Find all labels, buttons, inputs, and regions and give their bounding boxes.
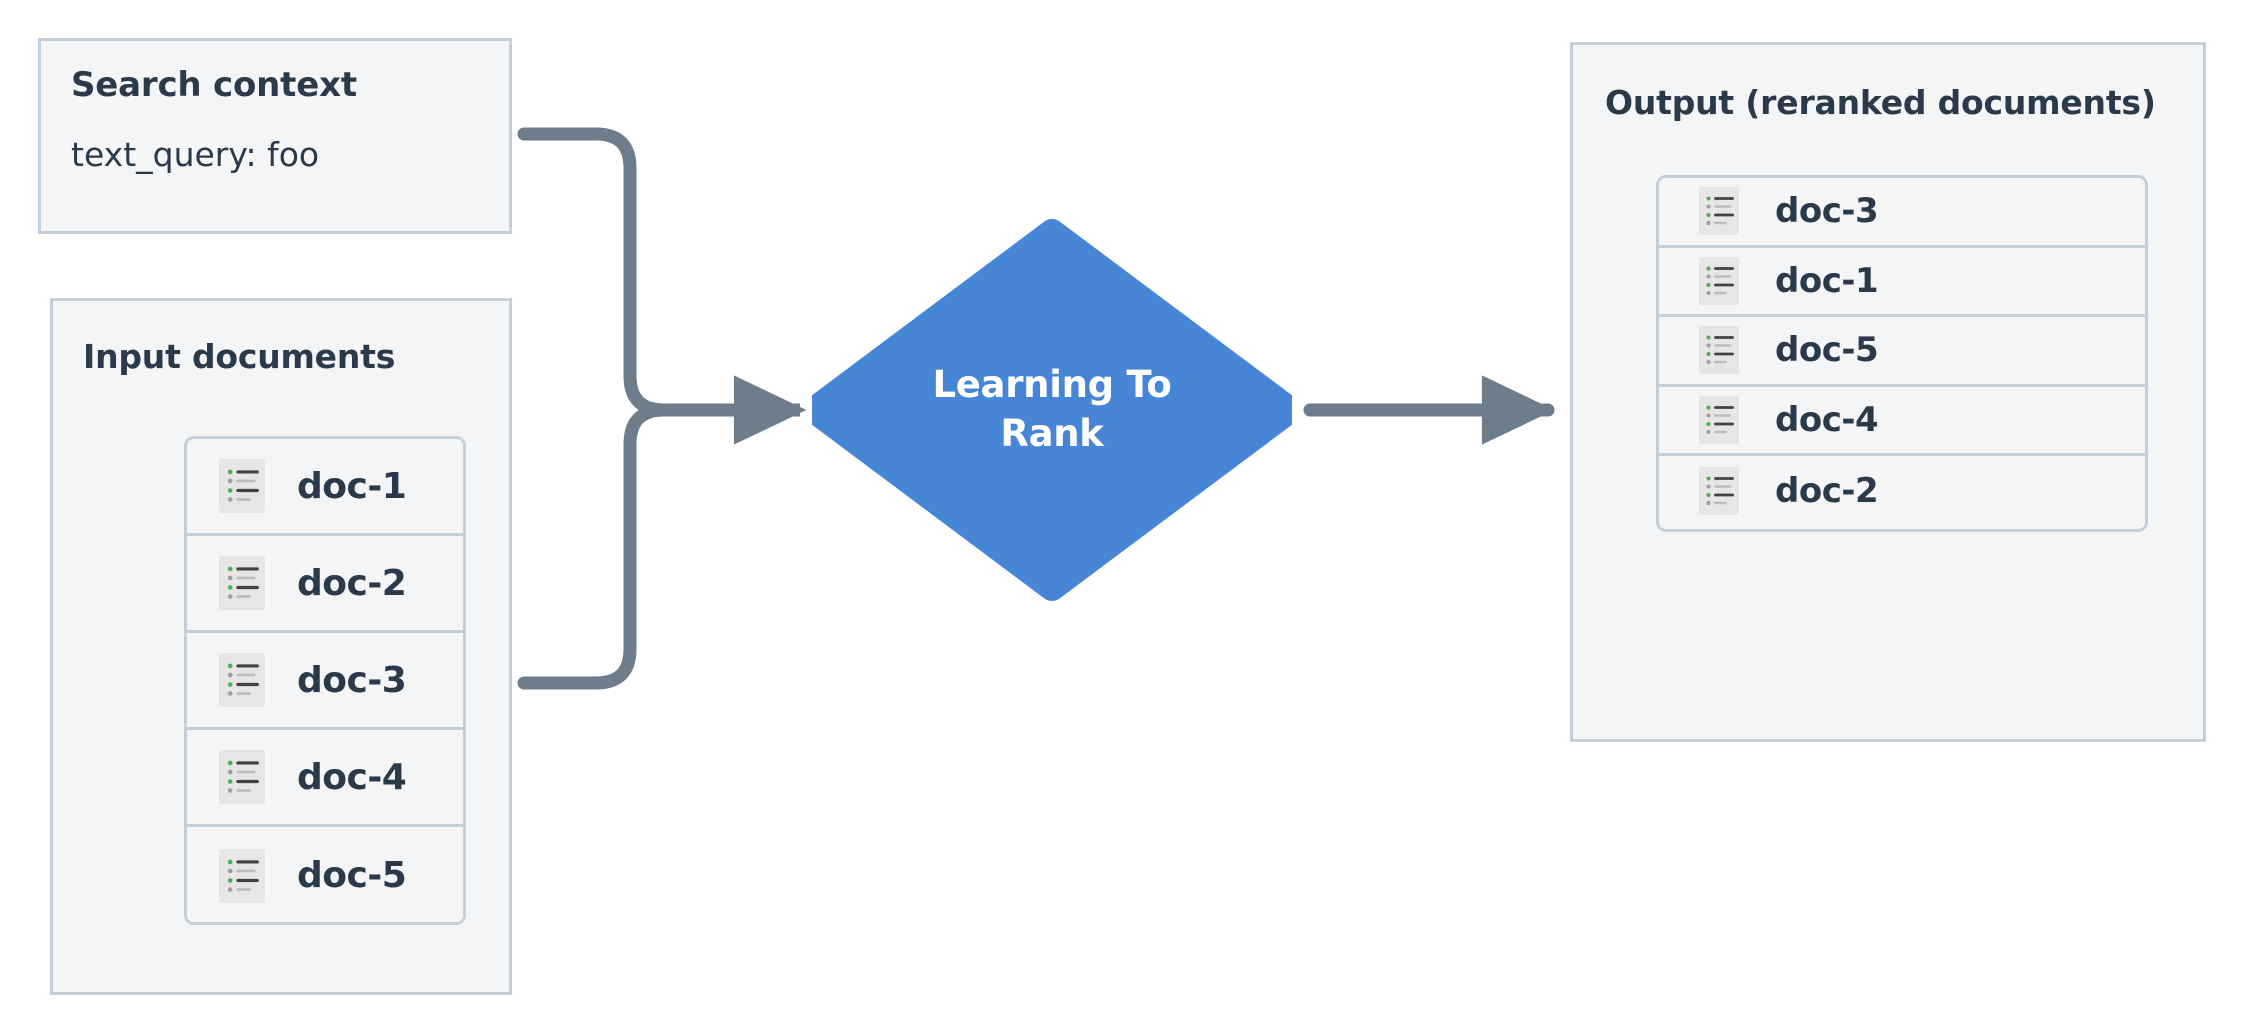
connector-input-documents-to-ltr <box>517 403 787 690</box>
diamond-shape <box>801 219 1303 601</box>
document-label: doc-1 <box>1775 260 1879 301</box>
document-label: doc-5 <box>1775 330 1879 371</box>
document-list-icon <box>219 459 265 513</box>
input-documents-title: Input documents <box>83 337 396 376</box>
document-row[interactable]: doc-3 <box>1659 178 2145 248</box>
search-context-query-value: text_query: foo <box>71 135 320 174</box>
document-label: doc-4 <box>1775 400 1879 441</box>
output-panel-title: Output (reranked documents) <box>1605 83 2156 122</box>
document-row[interactable]: doc-2 <box>1659 456 2145 526</box>
document-row[interactable]: doc-4 <box>187 730 463 827</box>
document-label: doc-2 <box>1775 471 1879 512</box>
document-list-icon <box>1699 396 1739 445</box>
document-list-icon <box>1699 256 1739 305</box>
document-row[interactable]: doc-4 <box>1659 386 2145 457</box>
learning-to-rank-node[interactable]: Learning To Rank <box>801 170 1303 650</box>
connector-search-context-to-ltr <box>517 127 787 417</box>
document-label: doc-3 <box>297 659 407 701</box>
document-row[interactable]: doc-1 <box>1659 247 2145 318</box>
document-list-icon <box>1699 187 1739 236</box>
document-list-icon <box>219 750 265 804</box>
document-list-icon <box>219 653 265 707</box>
output-document-list: doc-3 doc-1 doc-5 doc-4 doc-2 <box>1656 175 2148 532</box>
document-list-icon <box>1699 326 1739 375</box>
document-row[interactable]: doc-5 <box>187 827 463 922</box>
document-label: doc-1 <box>297 465 407 507</box>
search-context-title: Search context <box>71 65 357 105</box>
document-label: doc-5 <box>297 855 407 896</box>
document-list-icon <box>219 556 265 610</box>
document-label: doc-2 <box>297 562 407 604</box>
document-label: doc-3 <box>1775 191 1879 232</box>
document-list-icon <box>219 848 265 903</box>
document-row[interactable]: doc-2 <box>187 536 463 633</box>
document-label: doc-4 <box>297 756 407 798</box>
input-document-list: doc-1 doc-2 doc-3 doc-4 doc-5 <box>184 436 466 925</box>
document-row[interactable]: doc-1 <box>187 439 463 536</box>
document-list-icon <box>1699 467 1739 516</box>
document-row[interactable]: doc-3 <box>187 633 463 730</box>
search-context-panel: Search context text_query: foo <box>38 38 512 234</box>
document-row[interactable]: doc-5 <box>1659 317 2145 387</box>
